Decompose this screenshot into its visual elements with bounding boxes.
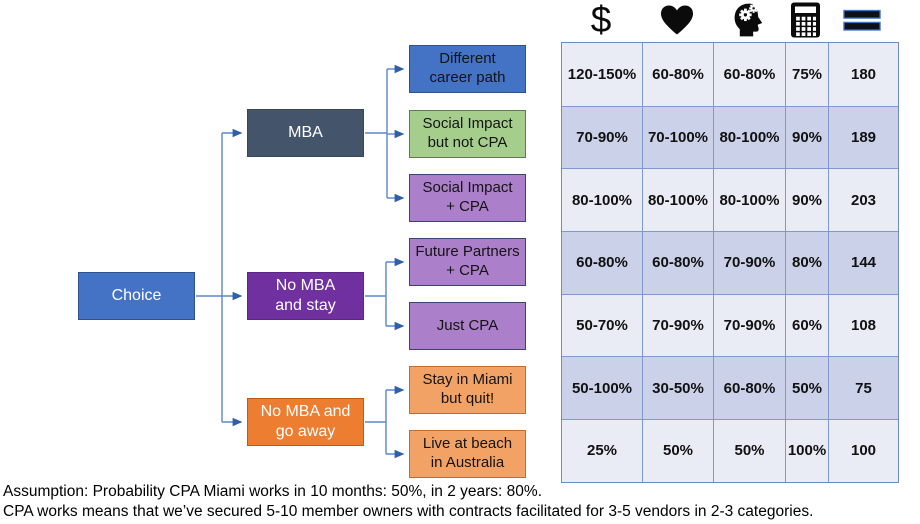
leaf-future-partners-cpa: Future Partners + CPA <box>409 238 526 286</box>
table-cell: 50% <box>713 420 785 482</box>
table-row: 25% 50% 50% 100% 100 <box>562 419 898 482</box>
table-row: 50-100% 30-50% 60-80% 50% 75 <box>562 356 898 420</box>
table-cell: 80% <box>785 232 828 294</box>
table-cell: 70-90% <box>713 232 785 294</box>
table-cell: 100 <box>828 420 898 482</box>
table-row: 60-80% 60-80% 70-90% 80% 144 <box>562 231 898 294</box>
leaf-social-impact-cpa: Social Impact + CPA <box>409 174 526 222</box>
table-cell: 80-100% <box>713 106 785 169</box>
footnote-line-2: CPA works means that we’ve secured 5-10 … <box>3 502 814 520</box>
table-cell: 80-100% <box>713 169 785 232</box>
leaf-just-cpa: Just CPA <box>409 302 526 350</box>
table-cell: 70-90% <box>642 294 713 357</box>
table-cell: 25% <box>586 442 618 460</box>
table-cell: 70-90% <box>576 129 628 147</box>
table-cell: 75% <box>785 43 828 106</box>
table-cell: 60% <box>785 294 828 357</box>
table-cell: 180 <box>828 43 898 106</box>
node-choice: Choice <box>78 272 195 320</box>
equals-icon <box>843 9 881 31</box>
table-header-icons: $ <box>561 0 899 40</box>
table-cell: 30-50% <box>642 357 713 420</box>
table-cell: 144 <box>828 232 898 294</box>
table-cell: 189 <box>828 106 898 169</box>
heart-icon <box>660 5 693 35</box>
outcome-table: 120-150% 60-80% 60-80% 75% 180 70-90% 70… <box>561 42 899 483</box>
node-no-mba-stay: No MBA and stay <box>247 272 364 320</box>
calculator-icon <box>791 2 820 38</box>
table-cell: 100% <box>785 420 828 482</box>
table-cell: 60-80% <box>713 43 785 106</box>
table-cell: 50% <box>642 420 713 482</box>
head-gears-icon <box>734 3 763 37</box>
table-cell: 50% <box>785 357 828 420</box>
table-cell: 80-100% <box>571 191 633 209</box>
leaf-different-career-path: Different career path <box>409 45 526 93</box>
table-cell: 60-80% <box>642 232 713 294</box>
table-cell: 90% <box>785 169 828 232</box>
leaf-stay-miami-quit: Stay in Miami but quit! <box>409 366 526 414</box>
table-cell: 50-70% <box>576 317 628 335</box>
node-no-mba-go-away: No MBA and go away <box>247 398 364 446</box>
leaf-social-impact-not-cpa: Social Impact but not CPA <box>409 110 526 158</box>
table-row: 50-70% 70-90% 70-90% 60% 108 <box>562 293 898 357</box>
node-mba: MBA <box>247 109 364 157</box>
table-row: 70-90% 70-100% 80-100% 90% 189 <box>562 105 898 169</box>
table-cell: 203 <box>828 169 898 232</box>
table-cell: 50-100% <box>571 379 633 397</box>
footnote-line-1: Assumption: Probability CPA Miami works … <box>3 483 542 500</box>
table-cell: 75 <box>828 357 898 420</box>
table-cell: 70-100% <box>642 106 713 169</box>
table-row: 80-100% 80-100% 80-100% 90% 203 <box>562 168 898 232</box>
assumption-notes: Assumption: Probability CPA Miami works … <box>3 482 917 521</box>
dollar-icon: $ <box>590 0 612 40</box>
table-cell: 60-80% <box>642 43 713 106</box>
table-cell: 108 <box>828 294 898 357</box>
leaf-live-beach-australia: Live at beach in Australia <box>409 430 526 478</box>
table-cell: 60-80% <box>576 254 628 272</box>
table-cell: 120-150% <box>567 65 637 83</box>
table-cell: 70-90% <box>713 294 785 357</box>
table-cell: 90% <box>785 106 828 169</box>
table-cell: 60-80% <box>713 357 785 420</box>
table-cell: 80-100% <box>642 169 713 232</box>
table-row: 120-150% 60-80% 60-80% 75% 180 <box>562 43 898 106</box>
